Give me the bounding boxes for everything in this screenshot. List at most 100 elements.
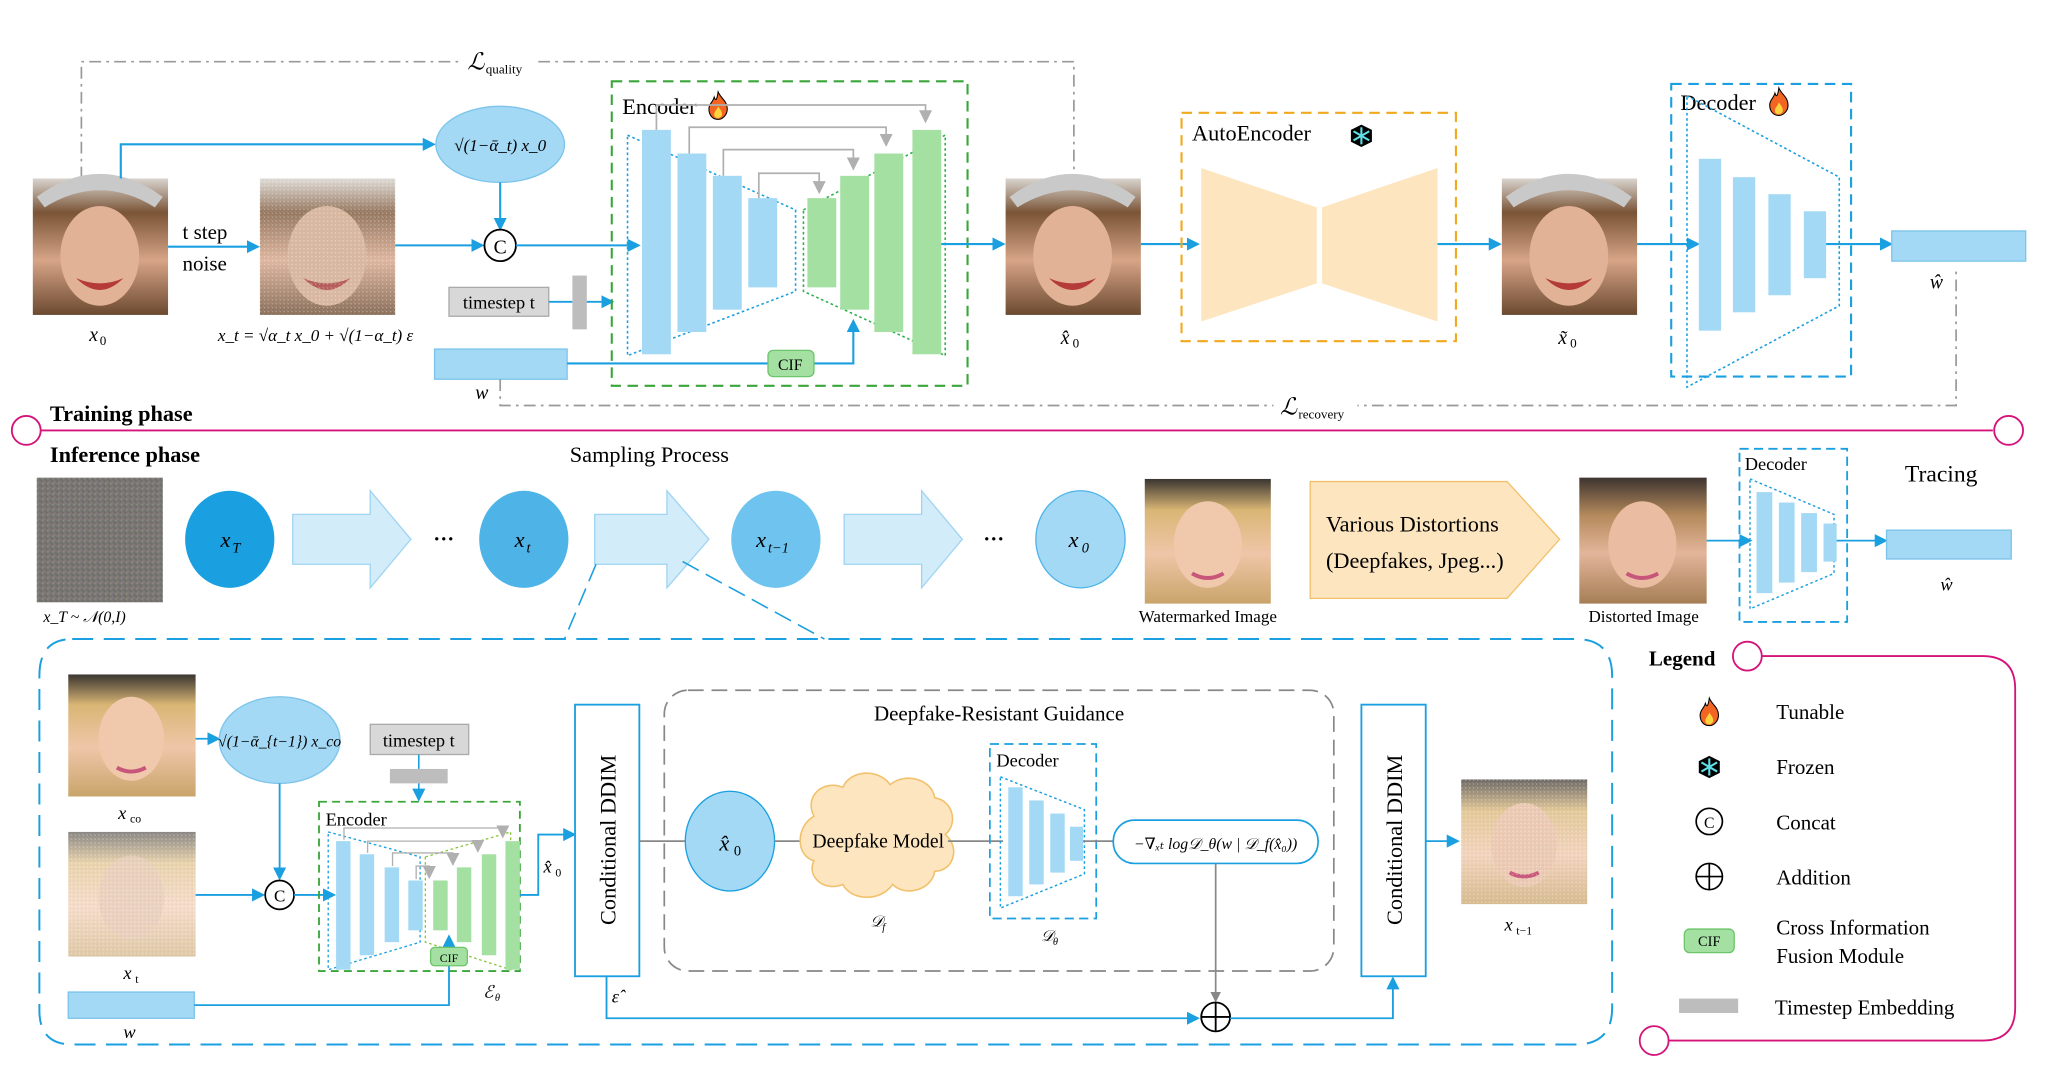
cif-icon	[1683, 928, 1735, 954]
conditional-ddim-block-2	[1360, 703, 1427, 978]
detail-x0-hat-sub: 0	[555, 866, 561, 880]
x0-tilde-image	[1501, 173, 1638, 315]
training-phase-label: Training phase	[50, 401, 193, 426]
distortions-line2: (Deepfakes, Jpeg...)	[1326, 548, 1504, 573]
w-label: w	[475, 382, 488, 404]
loss-quality-label: ℒ	[467, 50, 485, 76]
inference-phase-label: Inference phase	[50, 442, 200, 467]
tracing-title: Tracing	[1905, 462, 1978, 488]
xt-minus-1-label: x	[1503, 914, 1513, 934]
decoder-symbol-sub: θ	[1053, 937, 1058, 948]
detail-encoder-title: Encoder	[326, 809, 387, 829]
encoder-block: Encoder CIF	[610, 80, 969, 387]
xt-minus-1-image	[1461, 779, 1588, 905]
xco-image	[68, 674, 196, 797]
xco-label: x	[117, 803, 127, 823]
detail-encoder-block: Encoder CIF	[318, 800, 521, 972]
xt-minus-1-sub: t−1	[1516, 923, 1532, 937]
decoder-frame	[1670, 82, 1853, 378]
distortions-line1: Various Distortions	[1326, 511, 1499, 536]
encoder-layer-2	[677, 153, 707, 332]
deepfake-symbol-sub: f	[882, 922, 887, 933]
xt-detail-image	[68, 831, 196, 957]
decoder-block: Decoder	[1670, 82, 1853, 389]
guidance-decoder-title: Decoder	[996, 750, 1058, 770]
x0-hat-image	[1005, 173, 1141, 315]
legend-label-addition: Addition	[1776, 865, 1851, 889]
guidance-x0-hat-label: x̂	[718, 830, 729, 855]
conditional-ddim-block-1	[574, 703, 641, 978]
decoder-title: Decoder	[1680, 90, 1756, 115]
timestep-embedding-icon	[389, 768, 448, 784]
guidance-x0-hat-node	[684, 790, 776, 892]
timestep-embedding-icon	[1679, 998, 1739, 1014]
node-xt-label: x	[514, 527, 525, 552]
addition-to-ddim2-arrow	[1230, 976, 1400, 1020]
detail-w-label: w	[123, 1022, 136, 1042]
x0-tilde-sub: 0	[1570, 336, 1577, 351]
tracing-decoder-title: Decoder	[1745, 454, 1807, 474]
sampling-detail-panel: x co √(1−ᾱ_{t−1}) x_co x t C w timestep …	[38, 638, 1614, 1046]
deepfake-model-label: Deepfake Model	[812, 831, 944, 853]
legend-title: Legend	[1649, 646, 1716, 670]
encoder-frame	[610, 80, 969, 387]
deepfake-guidance-block: Deepfake-Resistant Guidance x̂ 0 Deepfak…	[639, 689, 1335, 1003]
zoom-line-right	[682, 560, 825, 640]
legend-item-concat: C Concat	[1695, 807, 1836, 836]
sampling-arrow-3	[843, 488, 964, 590]
flame-icon	[1769, 85, 1789, 116]
xt-noisy-image	[259, 178, 396, 315]
phase-divider: Training phase Inference phase	[10, 401, 2024, 467]
legend-label-timestep-embedding: Timestep Embedding	[1775, 995, 1955, 1019]
concat-symbol: C	[494, 236, 507, 258]
loss-recovery-sub: recovery	[1298, 407, 1344, 422]
traced-watermark-bar	[1885, 529, 2012, 560]
tracing-w-hat-label: ŵ	[1940, 574, 1953, 594]
legend-frame	[1667, 655, 2017, 1042]
detail-concat-symbol: C	[274, 886, 285, 905]
legend-label-cif-line2: Fusion Module	[1776, 944, 1904, 968]
guidance-title: Deepfake-Resistant Guidance	[874, 701, 1124, 725]
node-xT-sub: T	[232, 540, 241, 556]
decoder-symbol: 𝒟	[1041, 928, 1057, 945]
autoencoder-frame	[1180, 111, 1457, 343]
encoder-layer-4	[748, 198, 778, 288]
node-x0-sub: 0	[1082, 540, 1090, 556]
zoom-line-left	[563, 563, 597, 640]
autoencoder-title: AutoEncoder	[1192, 120, 1311, 145]
legend-item-timestep-embedding: Timestep Embedding	[1679, 995, 1955, 1019]
noise-label-line2: noise	[182, 251, 226, 275]
xT-distribution-label: x_T ~ 𝒩(0,I)	[42, 609, 125, 626]
detail-timestep-label: timestep t	[383, 731, 455, 751]
training-phase: ℒ quality x 0 t step noise x_t = √α_t x_…	[32, 47, 2027, 422]
detail-w-bar	[67, 991, 195, 1019]
node-xt-sub: t	[526, 540, 531, 556]
cif-to-unet-arrow	[813, 318, 860, 365]
node-xT-label: x	[220, 527, 231, 552]
legend-item-tunable: Tunable	[1699, 696, 1844, 727]
x0-hat-label: x̂	[1060, 327, 1070, 349]
detail-cif-label: CIF	[440, 951, 459, 965]
node-xt	[479, 490, 569, 588]
watermarked-image	[1144, 478, 1271, 604]
loss-quality-sub: quality	[486, 61, 523, 76]
distorted-image	[1579, 477, 1707, 604]
detail-x0-hat-label: x̂	[543, 857, 553, 877]
tracing-decoder-block: Decoder	[1738, 447, 1849, 623]
watermarked-label: Watermarked Image	[1139, 607, 1277, 626]
encoder-layer-3	[712, 175, 742, 310]
x0-hat-sub: 0	[1073, 336, 1080, 351]
legend-item-addition: Addition	[1695, 862, 1851, 891]
xt-formula: x_t = √α_t x_0 + √(1−α_t) ε	[217, 326, 414, 345]
node-x0-label: x	[1068, 527, 1079, 552]
loss-quality-path	[80, 60, 1075, 179]
timestep-embedding-icon	[572, 275, 587, 330]
node-xt-minus-1-sub: t−1	[768, 540, 789, 556]
legend-item-cif: CIF Cross Information Fusion Module	[1683, 915, 1930, 968]
guidance-decoder-frame	[989, 743, 1098, 920]
inference-phase: Sampling Process x_T ~ 𝒩(0,I) x T ··· x …	[36, 442, 2012, 640]
svg-text:C: C	[1704, 815, 1715, 832]
sampling-title: Sampling Process	[570, 442, 729, 467]
encoder-layer-1	[641, 129, 671, 355]
timestep-label: timestep t	[463, 292, 535, 312]
